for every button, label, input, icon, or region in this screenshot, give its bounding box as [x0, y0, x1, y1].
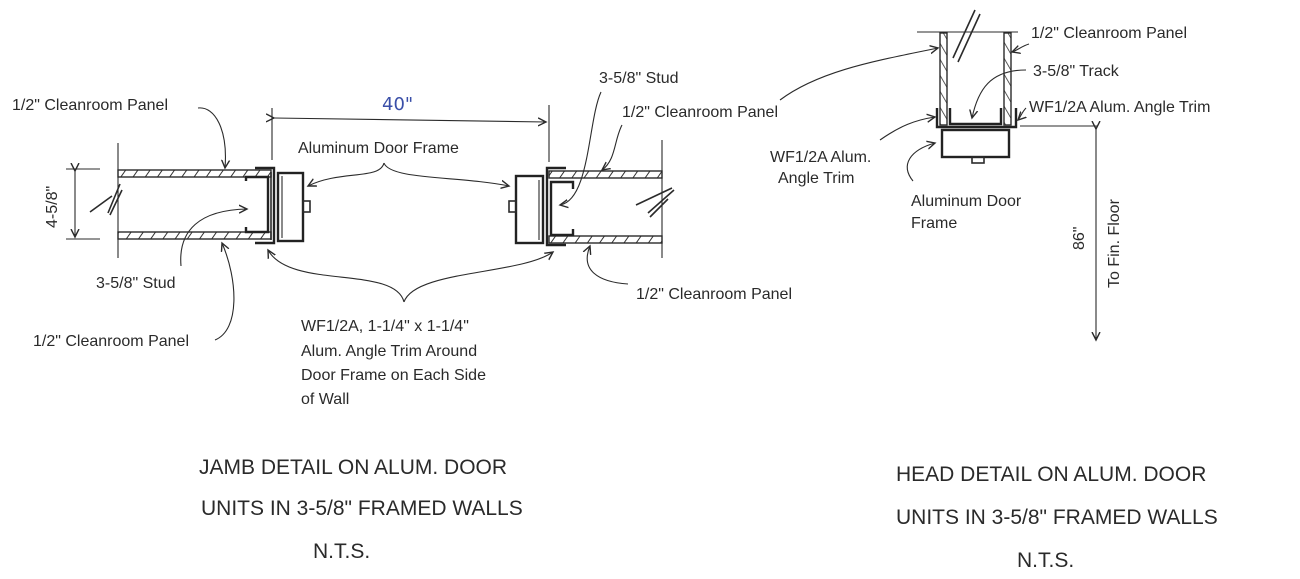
label-trim-right: WF1/2A Alum. Angle Trim: [1029, 99, 1210, 116]
label-trim-left-1: WF1/2A Alum.: [770, 149, 871, 166]
door-stop-right: [508, 200, 517, 213]
break-symbol: [89, 183, 123, 216]
jamb-detail: 40" 4-5/8" 1/2" Cleanroom Panel Aluminum…: [12, 70, 792, 563]
label-trim-left-2: Angle Trim: [778, 170, 854, 187]
cleanroom-panel-top-right: [548, 170, 663, 179]
stud-right: [549, 180, 575, 237]
label-stud-left: 3-5/8" Stud: [96, 275, 176, 292]
label-track: 3-5/8" Track: [1033, 63, 1120, 80]
door-frame-head: [940, 128, 1011, 159]
svg-text:UNITS IN 3-5/8" FRAMED WALLS: UNITS IN 3-5/8" FRAMED WALLS: [896, 506, 1218, 529]
label-stud-right: 3-5/8" Stud: [599, 70, 679, 87]
head-title: HEAD DETAIL ON ALUM. DOOR UNITS IN 3-5/8…: [896, 463, 1218, 572]
break-symbol: [635, 187, 675, 218]
label-panel-top-left: 1/2" Cleanroom Panel: [12, 97, 168, 114]
door-stop-left: [302, 200, 311, 213]
svg-text:N.T.S.: N.T.S.: [313, 540, 370, 563]
stud-left: [244, 175, 270, 234]
label-door-frame: Aluminum Door Frame: [298, 140, 459, 157]
angle-trim: [935, 108, 1018, 129]
label-panel-bottom-left: 1/2" Cleanroom Panel: [33, 333, 189, 350]
height-dimension-label: 86": [1071, 227, 1088, 250]
angle-trim-left: [255, 166, 276, 245]
track: [948, 108, 1003, 126]
height-note-label: To Fin. Floor: [1106, 198, 1123, 288]
dimension-line-40: [274, 118, 546, 122]
svg-text:WF1/2A, 1-1/4" x 1-1/4": WF1/2A, 1-1/4" x 1-1/4": [301, 318, 469, 335]
trim-note: WF1/2A, 1-1/4" x 1-1/4" Alum. Angle Trim…: [301, 318, 486, 408]
svg-text:UNITS IN 3-5/8" FRAMED WALLS: UNITS IN 3-5/8" FRAMED WALLS: [201, 497, 523, 520]
svg-text:Alum. Angle Trim Around: Alum. Angle Trim Around: [301, 343, 477, 360]
label-panel-top-right: 1/2" Cleanroom Panel: [622, 104, 778, 121]
width-dimension: 40": [272, 94, 550, 162]
right-wall-section: [508, 140, 675, 258]
svg-text:Door Frame on Each Side: Door Frame on Each Side: [301, 367, 486, 384]
cleanroom-panel-right: [1003, 32, 1012, 126]
label-door-frame-head-2: Frame: [911, 215, 957, 232]
svg-text:of Wall: of Wall: [301, 391, 349, 408]
label-panel-bottom-right: 1/2" Cleanroom Panel: [636, 286, 792, 303]
cleanroom-panel-bottom-right: [548, 235, 663, 244]
break-symbol: [952, 9, 981, 63]
svg-text:HEAD DETAIL ON ALUM. DOOR: HEAD DETAIL ON ALUM. DOOR: [896, 463, 1206, 486]
head-detail: 86" To Fin. Floor 1/2" Cleanroom Panel 1…: [770, 9, 1218, 572]
dimension-40-label: 40": [382, 94, 413, 115]
label-door-frame-head-1: Aluminum Door: [911, 193, 1022, 210]
svg-text:N.T.S.: N.T.S.: [1017, 549, 1074, 572]
cleanroom-panel-left: [939, 32, 948, 126]
left-wall-section: [89, 143, 311, 258]
dimension-4-5-8-label: 4-5/8": [44, 186, 61, 228]
angle-trim-right: [545, 166, 566, 247]
jamb-title: JAMB DETAIL ON ALUM. DOOR UNITS IN 3-5/8…: [199, 456, 523, 563]
depth-dimension: 4-5/8": [44, 169, 100, 240]
door-stop-head: [971, 156, 985, 164]
svg-text:JAMB DETAIL ON ALUM. DOOR: JAMB DETAIL ON ALUM. DOOR: [199, 456, 507, 479]
label-panel-head: 1/2" Cleanroom Panel: [1031, 25, 1187, 42]
